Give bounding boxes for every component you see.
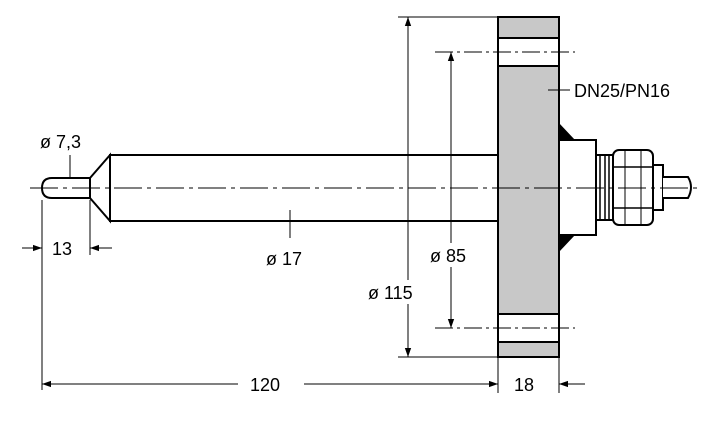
label-shaft-diameter: ø 17 (266, 249, 302, 269)
label-flange-thickness: 18 (514, 375, 534, 395)
label-flange-spec: DN25/PN16 (574, 81, 670, 101)
weld-top (559, 123, 575, 140)
label-tip-diameter: ø 7,3 (40, 132, 81, 152)
label-bolt-circle-diameter: ø 85 (430, 246, 466, 266)
weld-bottom (559, 235, 575, 252)
label-flange-diameter: ø 115 (368, 283, 413, 303)
flange-body (497, 16, 560, 358)
label-insertion-length: 120 (250, 375, 280, 395)
label-tip-length: 13 (52, 239, 72, 259)
